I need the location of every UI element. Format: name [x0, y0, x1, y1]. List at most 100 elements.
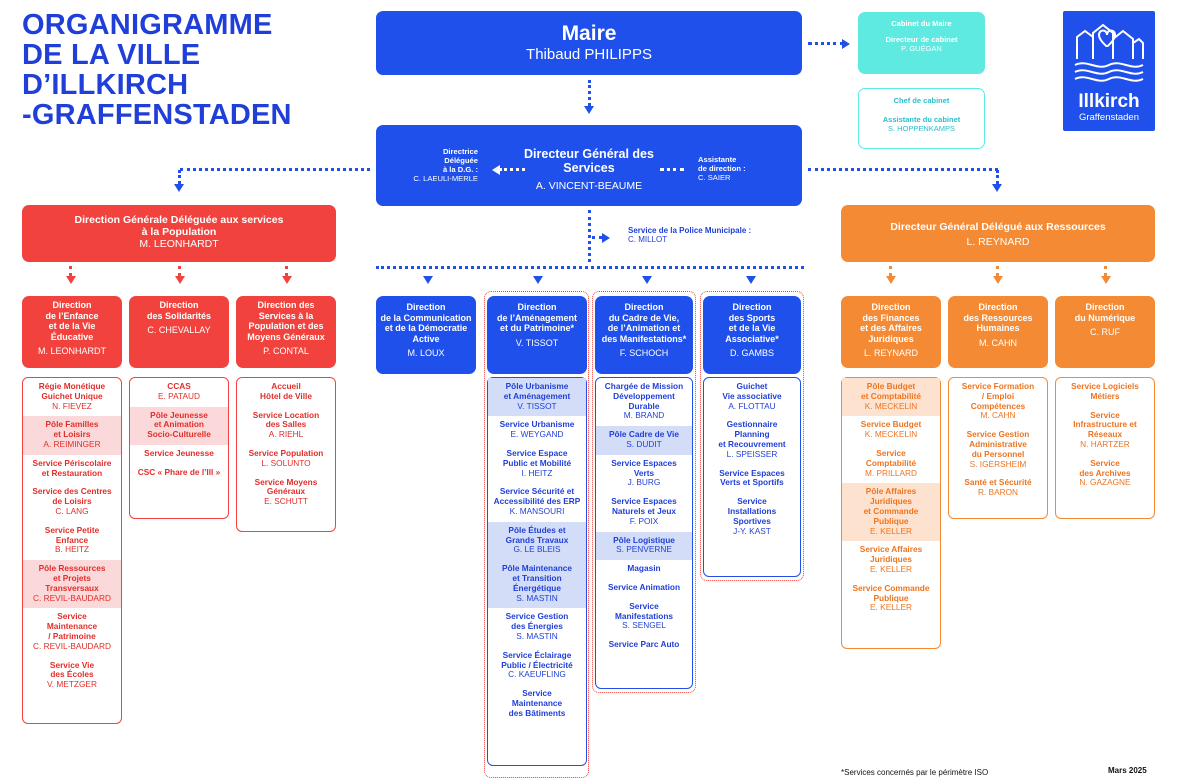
direction-line: et de la Vie	[48, 321, 96, 331]
service-label: CCAS	[167, 381, 191, 391]
direction-line: de la Communication	[380, 312, 472, 323]
dgs-assistant-line: Assistante	[698, 155, 737, 164]
service-label: Métiers	[1090, 390, 1120, 401]
service-label: Pôle Études et	[508, 524, 566, 535]
direction-line: Direction	[624, 302, 664, 312]
connector	[178, 170, 181, 184]
service-label: Comptabilité	[865, 457, 917, 468]
service-label: Service Espace	[506, 447, 568, 458]
service-label: Santé et Sécurité	[964, 477, 1032, 488]
service-label: Maintenance	[46, 621, 98, 632]
service-label: Transversaux	[45, 582, 99, 593]
service-head: L. SPEISSER	[726, 448, 778, 459]
connector	[808, 168, 998, 171]
service-label: Accessibilité des ERP	[493, 496, 581, 507]
service-head: E. PATAUD	[158, 390, 200, 401]
direction-head: M. CAHN	[979, 337, 1017, 348]
dgs-name: A. VINCENT-BEAUME	[535, 180, 643, 192]
service-label: Service	[57, 611, 87, 622]
service-label: Service Espaces	[611, 496, 677, 507]
service-head: C. LANG	[55, 505, 89, 516]
direction-line: Moyens Généraux	[247, 331, 325, 342]
maire-title: Maire	[561, 22, 617, 45]
service-head: S. MASTIN	[516, 630, 558, 641]
dgs-delegate-name: C. LAEULI-MERLE	[413, 174, 478, 183]
service-label: Service	[1090, 457, 1120, 468]
service-head: S. IGERSHEIM	[969, 458, 1027, 469]
service-head: S. SENGEL	[622, 620, 666, 631]
arrow	[584, 106, 594, 114]
service-label: Généraux	[266, 486, 306, 497]
service-label: Verts et Sportifs	[720, 477, 784, 488]
service-label: Pôle Budget	[866, 381, 916, 391]
service-label: / Patrimoine	[48, 630, 96, 641]
service-label: CSC « Phare de l’Ill »	[137, 466, 221, 477]
service-head: K. MECKELIN	[864, 429, 918, 440]
dgs-delegate-line: Déléguée	[444, 156, 478, 165]
chef-cabinet-title: Chef de cabinet	[893, 96, 950, 105]
arrow	[642, 276, 652, 284]
direction-line: des Solidarités	[146, 310, 212, 321]
direction-head: P. CONTAL	[263, 346, 309, 356]
direction-box: Direction des Finances et des Affaires J…	[841, 296, 941, 368]
service-head: K. MECKELIN	[864, 400, 918, 411]
service-label: Service Population	[248, 447, 324, 458]
arrow	[533, 276, 543, 284]
direction-head: F. SCHOCH	[619, 348, 669, 358]
direction-head: M. LEONHARDT	[37, 346, 106, 356]
service-label: des Écoles	[50, 669, 94, 680]
service-head: L. SOLUNTO	[261, 457, 311, 468]
service-label: Service Périscolaire	[32, 457, 112, 468]
service-label: Pôle Familles	[45, 419, 99, 430]
service-label: Publique	[873, 592, 909, 603]
service-label: Service Urbanisme	[499, 419, 575, 430]
page-title: ORGANIGRAMME DE LA VILLE D’ILLKIRCH -GRA…	[22, 10, 342, 130]
service-head: E. KELLER	[870, 525, 912, 536]
arrow	[174, 184, 184, 192]
service-label: Pôle Maintenance	[501, 563, 573, 574]
dgs-assistant-name: C. SAIER	[698, 173, 731, 182]
service-label: Service Location	[252, 409, 320, 420]
cabinet-box: Cabinet du Maire Directeur de cabinet P.…	[858, 12, 985, 74]
connector	[996, 266, 999, 276]
direction-line: des Ressources	[963, 312, 1033, 323]
service-label: Planning	[734, 429, 770, 440]
service-label: Service	[522, 688, 552, 699]
service-label: Vie associative	[722, 390, 782, 401]
service-label: Service Parc Auto	[608, 639, 680, 650]
service-head: M. BRAND	[623, 410, 665, 421]
direction-line: du Cadre de Vie,	[608, 312, 680, 323]
direction-box: Direction de l’Aménagement et du Patrimo…	[487, 296, 587, 374]
service-label: Service Gestion	[966, 429, 1030, 440]
direction-line: de l’Aménagement	[496, 312, 578, 323]
direction-line: Direction	[517, 302, 557, 312]
direction-head: C. CHEVALLAY	[147, 325, 211, 335]
police-title: Service de la Police Municipale :	[628, 226, 752, 235]
houses-heart-icon	[1074, 23, 1144, 82]
direction-head: C. RUF	[1090, 327, 1120, 337]
iso-frame	[484, 291, 589, 778]
service-head: J-Y. KAST	[733, 525, 771, 536]
service-label: et Transition	[512, 572, 562, 583]
service-label: Pôle Ressources	[38, 563, 106, 574]
maire-box: Maire Thibaud PHILIPPS	[376, 11, 802, 75]
direction-box: Direction des Ressources Humaines M. CAH…	[948, 296, 1048, 368]
service-item: Service Animation	[596, 579, 692, 598]
